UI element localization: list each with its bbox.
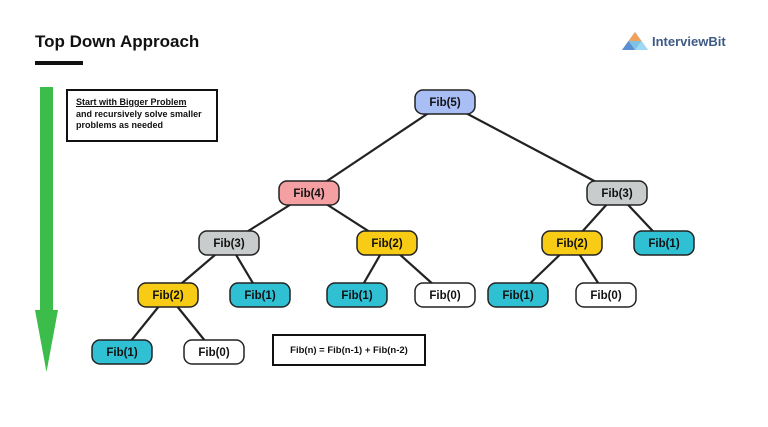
down-arrow-icon [35, 87, 58, 372]
node-label: Fib(2) [152, 290, 183, 302]
node-label: Fib(3) [601, 188, 632, 200]
logo-text: InterviewBit [652, 34, 726, 49]
tree-edge [308, 101, 446, 194]
note-line-3: problems as needed [76, 120, 164, 131]
node-box [183, 339, 245, 365]
node-label: Fib(1) [244, 290, 275, 302]
node-label: Fib(5) [429, 97, 460, 109]
tree-node: Fib(0) [183, 339, 245, 365]
tree-nodes: Fib(5) Fib(4) Fib(3) Fib(3) Fib(2) Fib(2) Fib(… [91, 89, 695, 365]
node-box [487, 282, 549, 308]
tree-node: Fib(1) [91, 339, 153, 365]
node-box [414, 89, 476, 115]
node-box [575, 282, 637, 308]
tree-node: Fib(4) [278, 180, 340, 206]
note-box: Start with Bigger Problem and recursivel… [66, 89, 218, 142]
node-box [586, 180, 648, 206]
title-underline [35, 61, 83, 65]
node-label: Fib(1) [648, 238, 679, 250]
node-label: Fib(1) [502, 290, 533, 302]
node-box [229, 282, 291, 308]
interviewbit-logo-icon [622, 32, 648, 50]
tree-node: Fib(3) [198, 230, 260, 256]
node-box [633, 230, 695, 256]
node-label: Fib(3) [213, 238, 244, 250]
tree-node: Fib(2) [137, 282, 199, 308]
node-label: Fib(2) [371, 238, 402, 250]
node-label: Fib(0) [429, 290, 460, 302]
tree-node: Fib(0) [414, 282, 476, 308]
tree-node: Fib(3) [586, 180, 648, 206]
tree-node: Fib(1) [633, 230, 695, 256]
node-label: Fib(0) [590, 290, 621, 302]
tree-edges [121, 101, 665, 353]
node-box [91, 339, 153, 365]
page-title: Top Down Approach [35, 32, 200, 51]
tree-node: Fib(0) [575, 282, 637, 308]
node-box [414, 282, 476, 308]
tree-node: Fib(5) [414, 89, 476, 115]
note-line-2: and recursively solve smaller [76, 108, 202, 119]
node-box [198, 230, 260, 256]
node-label: Fib(0) [198, 347, 229, 359]
tree-node: Fib(1) [326, 282, 388, 308]
formula-text: Fib(n) = Fib(n-1) + Fib(n-2) [290, 344, 408, 356]
node-box [278, 180, 340, 206]
tree-node: Fib(2) [356, 230, 418, 256]
node-label: Fib(1) [106, 347, 137, 359]
tree-node: Fib(1) [487, 282, 549, 308]
node-label: Fib(2) [556, 238, 587, 250]
tree-node: Fib(2) [541, 230, 603, 256]
note-line-1: Start with Bigger Problem [76, 97, 187, 107]
node-box [356, 230, 418, 256]
node-box [326, 282, 388, 308]
tree-edge [444, 101, 618, 194]
tree-node: Fib(1) [229, 282, 291, 308]
node-label: Fib(4) [293, 188, 324, 200]
formula-box: Fib(n) = Fib(n-1) + Fib(n-2) [272, 334, 426, 366]
node-box [541, 230, 603, 256]
node-label: Fib(1) [341, 290, 372, 302]
node-box [137, 282, 199, 308]
